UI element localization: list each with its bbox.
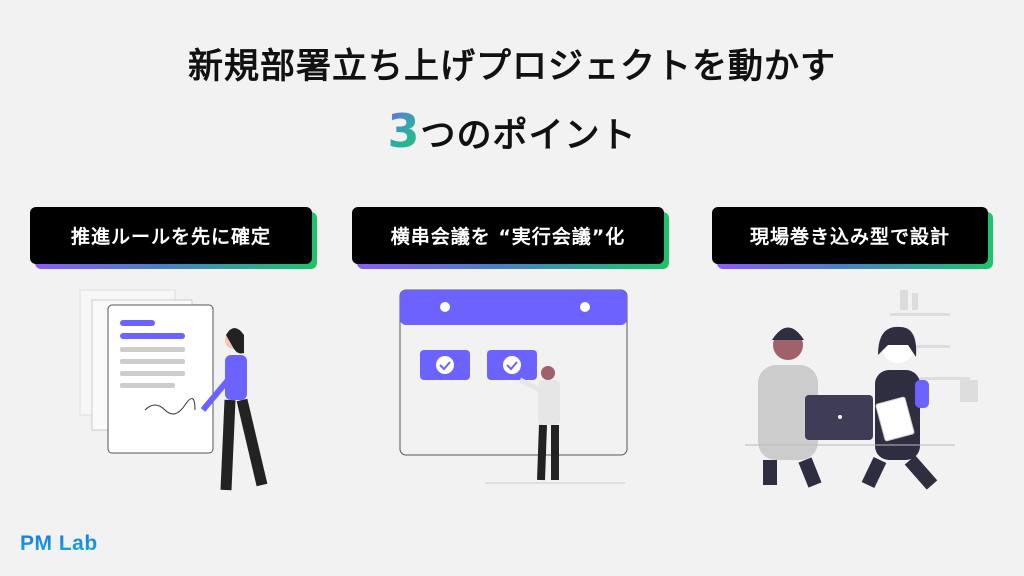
point-card-2: 横串会議を “実行会議”化 bbox=[352, 207, 669, 269]
point-label: 推進ルールを先に確定 bbox=[30, 207, 312, 264]
pm-lab-logo: PM Lab bbox=[20, 532, 98, 555]
point-card-1: 推進ルールを先に確定 bbox=[30, 207, 317, 269]
document-signing-illustration bbox=[79, 289, 268, 491]
point-label: 現場巻き込み型で設計 bbox=[712, 207, 988, 264]
point-card-3: 現場巻き込み型で設計 bbox=[712, 207, 993, 269]
page-subtitle: 3つのポイント bbox=[0, 104, 1024, 158]
team-collaboration-illustration bbox=[745, 290, 978, 490]
point-label: 横串会議を “実行会議”化 bbox=[352, 207, 664, 264]
page-title: 新規部署立ち上げプロジェクトを動かす bbox=[187, 47, 836, 87]
calendar-illustration bbox=[399, 289, 628, 484]
point-count: 3 bbox=[387, 104, 421, 158]
subtitle-text: つのポイント bbox=[420, 116, 637, 156]
